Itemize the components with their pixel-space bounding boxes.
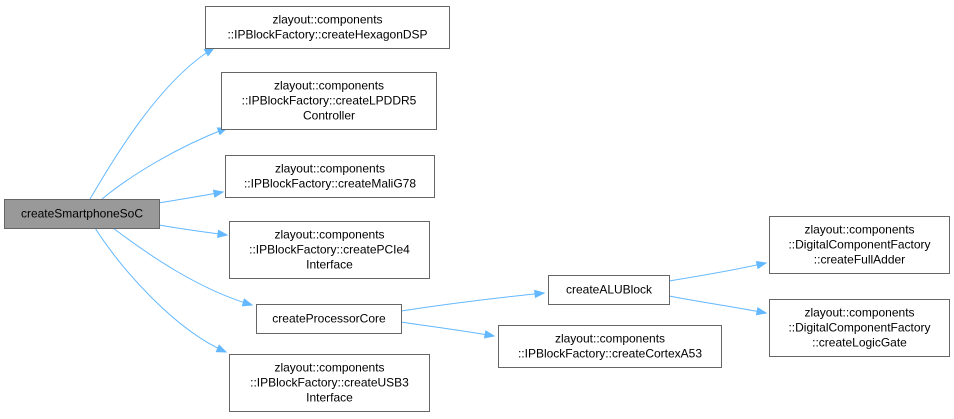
- edge-arrowhead: [755, 307, 768, 316]
- edge-arrowhead: [217, 229, 229, 238]
- node-box: [229, 354, 430, 412]
- edge-arrowhead: [212, 189, 225, 198]
- nodes-layer: createSmartphoneSoCzlayout::components::…: [4, 6, 950, 412]
- node-box: [205, 6, 450, 49]
- node-fulladder[interactable]: zlayout::components::DigitalComponentFac…: [769, 216, 950, 274]
- edge-arrowhead: [483, 330, 496, 339]
- edge-arrowhead: [534, 289, 546, 299]
- edge-line: [668, 262, 767, 282]
- edge-line: [400, 292, 545, 312]
- node-lpddr5[interactable]: zlayout::components::IPBlockFactory::cre…: [221, 72, 437, 130]
- edge-proccore-cortexa53: [400, 321, 496, 339]
- node-label-line: ::DigitalComponentFactory: [788, 238, 930, 252]
- node-label-line: ::IPBlockFactory::createUSB3: [250, 376, 409, 390]
- edge-root-hexagon: [89, 47, 216, 200]
- edge-root-proccore: [112, 227, 254, 307]
- node-label-line: ::IPBlockFactory::createHexagonDSP: [227, 28, 427, 42]
- node-label-line: ::IPBlockFactory::createCortexA53: [518, 347, 702, 361]
- edge-arrowhead: [215, 344, 228, 353]
- node-label-line: createALUBlock: [566, 283, 653, 297]
- node-label-line: zlayout::components: [555, 332, 665, 346]
- node-box: [769, 299, 950, 357]
- edge-alublock-logicgate: [668, 295, 768, 316]
- node-box: [229, 221, 430, 279]
- node-label-line: ::IPBlockFactory::createMaliG78: [244, 177, 416, 191]
- edge-line: [158, 224, 228, 236]
- edge-arrowhead: [203, 47, 216, 57]
- edge-root-usb3: [94, 227, 228, 353]
- node-label-line: createProcessorCore: [272, 312, 386, 326]
- node-label-line: zlayout::components: [275, 162, 385, 176]
- edge-arrowhead: [241, 298, 254, 307]
- node-label-line: zlayout::components: [804, 306, 914, 320]
- node-box: [4, 199, 160, 229]
- node-label-line: Interface: [306, 391, 353, 405]
- edge-line: [89, 47, 215, 200]
- node-label-line: zlayout::components: [804, 223, 914, 237]
- node-label-line: ::createLogicGate: [812, 336, 907, 350]
- node-pcie4[interactable]: zlayout::components::IPBlockFactory::cre…: [229, 221, 430, 279]
- edges-layer: [89, 47, 768, 353]
- node-root[interactable]: createSmartphoneSoC: [4, 199, 160, 229]
- edge-line: [94, 227, 227, 353]
- edge-line: [400, 321, 495, 337]
- node-label-line: createSmartphoneSoC: [21, 207, 143, 221]
- edge-line: [101, 127, 228, 200]
- node-logicgate[interactable]: zlayout::components::DigitalComponentFac…: [769, 299, 950, 357]
- node-label-line: Interface: [306, 258, 353, 272]
- node-label-line: Controller: [303, 109, 355, 123]
- node-label-line: zlayout::components: [274, 361, 384, 375]
- node-malig78[interactable]: zlayout::components::IPBlockFactory::cre…: [225, 155, 435, 198]
- edge-root-pcie4: [158, 224, 229, 238]
- node-label-line: zlayout::components: [272, 13, 382, 27]
- node-box: [769, 216, 950, 274]
- node-label-line: ::createFullAdder: [814, 253, 905, 267]
- edge-line: [668, 295, 767, 314]
- node-label-line: zlayout::components: [274, 228, 384, 242]
- node-label-line: ::DigitalComponentFactory: [788, 321, 930, 335]
- node-proccore[interactable]: createProcessorCore: [256, 304, 402, 334]
- edge-root-malig78: [158, 189, 225, 204]
- edge-line: [158, 191, 224, 204]
- node-box: [221, 72, 437, 130]
- node-box: [498, 325, 722, 368]
- edge-proccore-alublock: [400, 289, 546, 312]
- node-label-line: ::IPBlockFactory::createLPDDR5: [242, 94, 417, 108]
- node-label-line: ::IPBlockFactory::createPCIe4: [249, 243, 410, 257]
- node-hexagon[interactable]: zlayout::components::IPBlockFactory::cre…: [205, 6, 450, 49]
- node-cortexa53[interactable]: zlayout::components::IPBlockFactory::cre…: [498, 325, 722, 368]
- node-label-line: zlayout::components: [274, 79, 384, 93]
- node-box: [225, 155, 435, 198]
- node-alublock[interactable]: createALUBlock: [548, 275, 670, 305]
- edge-root-lpddr5: [101, 127, 229, 200]
- edge-arrowhead: [755, 260, 768, 270]
- edge-alublock-fulladder: [668, 260, 768, 282]
- node-usb3[interactable]: zlayout::components::IPBlockFactory::cre…: [229, 354, 430, 412]
- node-box: [548, 275, 670, 305]
- node-box: [256, 304, 402, 334]
- edge-line: [112, 227, 253, 306]
